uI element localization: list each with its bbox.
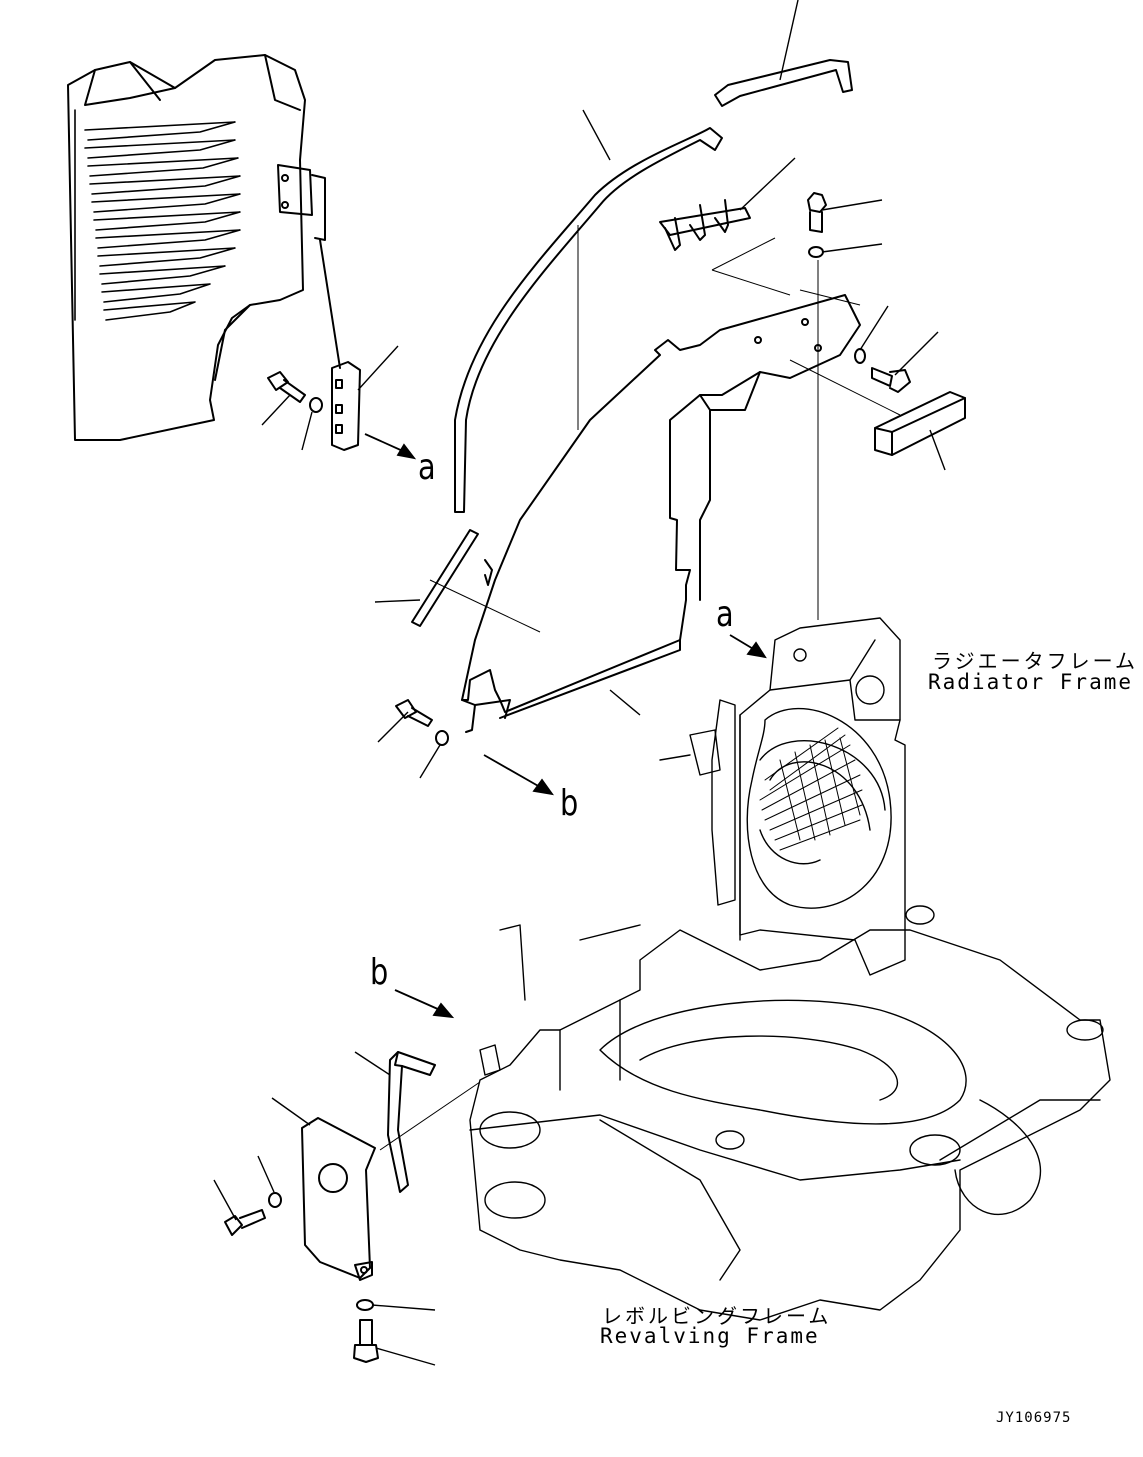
washer-part-4 [435,730,449,746]
view-arrows [364,433,767,1019]
cover-plate-lower [301,1117,376,1281]
bolt-part-6 [353,1319,379,1363]
view-label-b-target: b [370,952,389,993]
radiator-frame [659,617,906,976]
seal-l-shaped [387,1051,436,1193]
radiator-frame-label-en: Radiator Frame [928,670,1134,694]
washer-part-2 [808,246,824,258]
cover-bracket-left [319,239,361,451]
washer-part-1 [309,397,323,413]
view-label-a-source: a [418,447,436,488]
louvre-slats [74,109,241,321]
revolving-frame [469,905,1111,1321]
top-seal-handle [714,59,853,107]
alignment-lines [379,225,901,1151]
bolt-part-2 [807,192,827,233]
bolt-part-1 [267,371,306,403]
view-label-a-target: a [716,594,734,635]
view-label-b-source: b [560,783,579,824]
washer-part-6 [356,1299,374,1311]
drawing-code: JY106975 [996,1410,1072,1426]
seal-strip-curved [454,127,723,513]
clip-bracket [659,199,751,251]
seal-bar-small [411,529,479,627]
radiator-fan-grill [759,727,863,851]
washer-part-3 [854,348,866,364]
bolt-part-5 [224,1209,266,1236]
leader-lines [213,0,946,1366]
side-cover-panel [67,54,326,441]
bolt-part-4 [395,699,433,727]
fan-shroud-panel [461,294,861,733]
revolving-frame-label-en: Revalving Frame [600,1324,820,1348]
radiator-frame-label-jp: ラジエータフレーム [932,649,1138,673]
washer-part-5 [268,1192,282,1208]
revolving-frame-label-jp: レボルビングフレーム [602,1304,832,1328]
bolt-part-3 [871,367,911,393]
rubber-channel [874,391,966,456]
